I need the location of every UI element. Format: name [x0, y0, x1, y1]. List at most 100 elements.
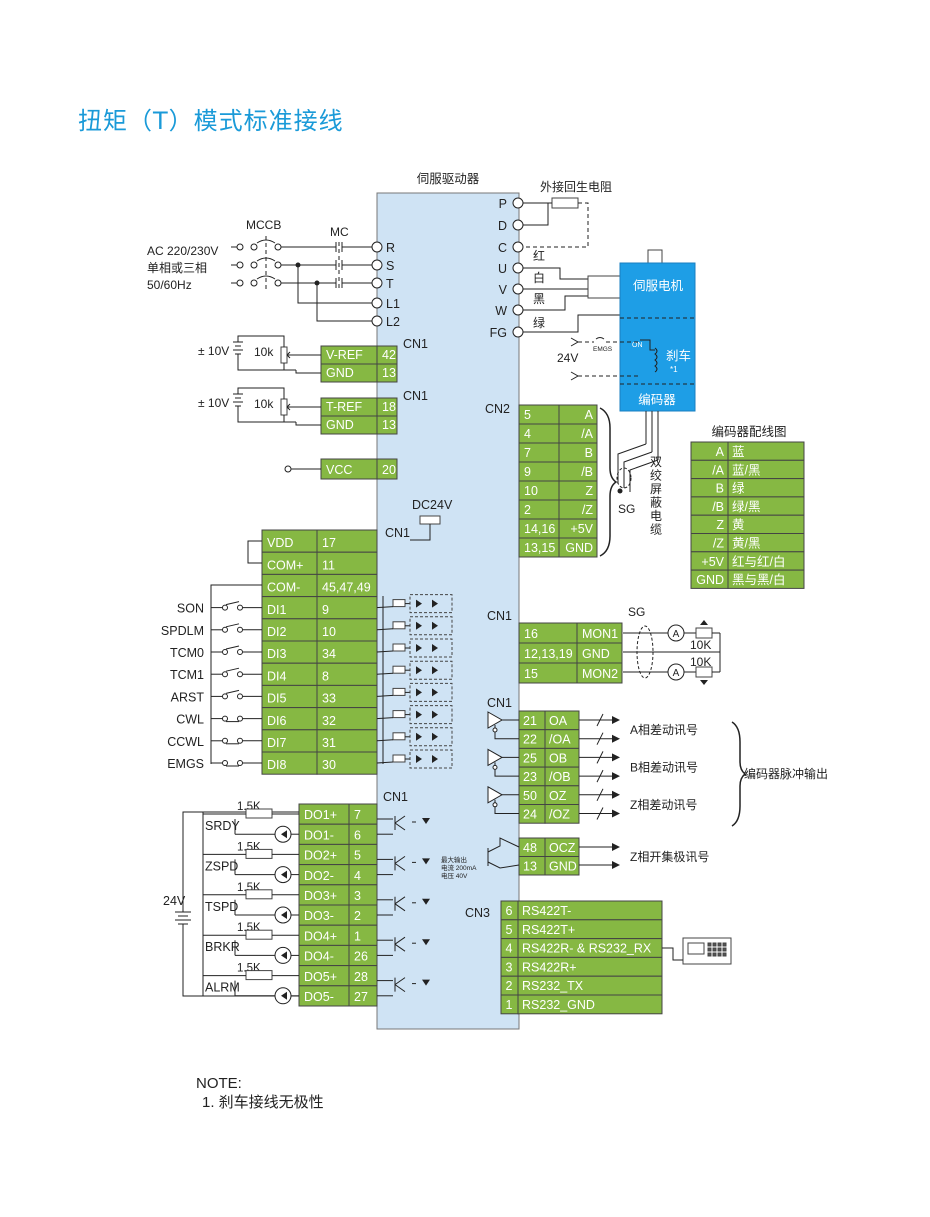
cn3-text: 3 — [506, 960, 513, 974]
switch-label-son: SON — [177, 602, 204, 616]
monitor-text: GND — [582, 647, 610, 661]
programmer-screen-icon — [687, 942, 705, 955]
pulse-text: 23 — [523, 770, 537, 784]
encoder-wiring-text: 黄 — [732, 518, 745, 532]
pulse-text: 22 — [523, 733, 537, 747]
cn2-text: A — [585, 408, 594, 422]
pulse-text: 21 — [523, 714, 537, 728]
supply-terminal — [236, 261, 244, 269]
power-terminal-V — [512, 283, 524, 295]
dc24v-source — [419, 515, 441, 525]
brake-on-label: ON — [632, 342, 643, 349]
do-text: DO5- — [304, 990, 334, 1004]
cn2-text: /A — [581, 427, 593, 441]
power-terminal-label: P — [499, 197, 507, 211]
di-opto-box — [409, 727, 453, 747]
supply-terminal — [236, 243, 244, 251]
programmer-key-icon — [707, 947, 712, 952]
switch-contact — [237, 760, 243, 766]
cn3-text: RS422R+ — [522, 960, 577, 974]
wire-color-black: 黑 — [533, 292, 545, 306]
mccb-contact — [250, 261, 258, 269]
do-resistor — [245, 848, 273, 859]
oc-limit-label: 电流 200mA — [441, 863, 477, 872]
do-text: 28 — [354, 970, 368, 984]
power-terminal-label: V — [499, 283, 508, 297]
wire — [596, 807, 604, 820]
wire — [376, 628, 394, 631]
brake-24v-label: 24V — [557, 351, 578, 365]
do-text: DO2- — [304, 869, 334, 883]
wire — [596, 788, 604, 802]
wire — [316, 283, 372, 322]
cn2-label: CN2 — [485, 402, 510, 416]
power-terminal-label: C — [498, 241, 507, 255]
pulse-text: OA — [549, 714, 568, 728]
di-text: DI8 — [267, 758, 287, 772]
encoder-wiring-text: /B — [712, 500, 724, 514]
pulse-text: OZ — [549, 789, 567, 803]
do-text: DO3+ — [304, 889, 337, 903]
monitor-res-label: 10K — [690, 655, 711, 669]
potentiometer — [280, 346, 288, 364]
note: NOTE: 1. 刹车接线无极性 — [196, 1074, 324, 1112]
pot-arrow-icon — [286, 351, 291, 359]
supply-label: 单相或三相 — [147, 261, 207, 275]
pot-arrow-icon — [700, 620, 708, 625]
mc-label: MC — [330, 225, 349, 239]
v-ref-pm-label: ± 10V — [198, 344, 229, 358]
do-led-icon — [422, 939, 430, 946]
power-terminal-D — [512, 219, 524, 231]
di-text: DI1 — [267, 603, 287, 617]
di-text: 31 — [322, 736, 336, 750]
vcc-text: VCC — [326, 463, 352, 477]
cn2-brace — [599, 407, 618, 557]
oc-limit-label: 最大输出 — [441, 855, 467, 864]
switch-no-icon — [225, 689, 240, 694]
brake-coil-icon — [654, 347, 658, 373]
oc-cell — [544, 856, 580, 876]
t-ref-pot-label: 10k — [254, 397, 274, 411]
encoder-wiring-text: /A — [712, 463, 724, 477]
cn3-text: 1 — [506, 998, 513, 1012]
switch-contact — [222, 604, 228, 611]
di-text: 34 — [322, 647, 336, 661]
supply-label: AC 220/230V — [147, 244, 218, 258]
cable-char: 绞 — [650, 468, 662, 483]
monitor-sg-label: SG — [628, 605, 645, 619]
di-text: COM+ — [267, 558, 303, 572]
oc-signal-label: Z相开集极讯号 — [630, 849, 709, 864]
programmer-key-icon — [712, 952, 717, 957]
inverter-bubble — [492, 764, 498, 770]
v-ref-pot-label: 10k — [254, 345, 274, 359]
diode-icon — [281, 991, 287, 1000]
line-driver-icon — [487, 711, 504, 729]
wire — [596, 713, 604, 727]
encoder-wiring-text: +5V — [701, 555, 724, 569]
wire — [376, 672, 394, 675]
power-terminal-label: U — [498, 262, 507, 276]
potentiometer — [280, 398, 288, 416]
do-transistor-icon — [394, 977, 406, 993]
cn2-text: 4 — [524, 427, 531, 441]
cn2-text: 14,16 — [524, 522, 555, 536]
di-text: 17 — [322, 536, 336, 550]
wire-color-white: 白 — [533, 270, 545, 285]
do-text: DO5+ — [304, 970, 337, 984]
regen-resistor-label: 外接回生电阻 — [540, 179, 612, 194]
phototransistor-icon — [432, 710, 438, 719]
note-item: 1. 刹车接线无极性 — [202, 1094, 324, 1111]
encoder-wiring-text: 红与红/白 — [732, 554, 785, 569]
power-terminal-P — [512, 197, 524, 209]
wire — [237, 354, 285, 371]
vcc-terminal — [284, 465, 292, 473]
di-text: 45,47,49 — [322, 581, 371, 595]
t-ref-cell — [376, 415, 398, 435]
mccb-label: MCCB — [246, 218, 281, 232]
t-ref-text: 18 — [382, 400, 396, 414]
cable-sg-label: SG — [618, 502, 635, 516]
switch-contact — [237, 626, 243, 633]
di-opto-box — [409, 638, 453, 658]
wire — [487, 837, 520, 853]
mccb-switch-icon — [256, 239, 276, 244]
